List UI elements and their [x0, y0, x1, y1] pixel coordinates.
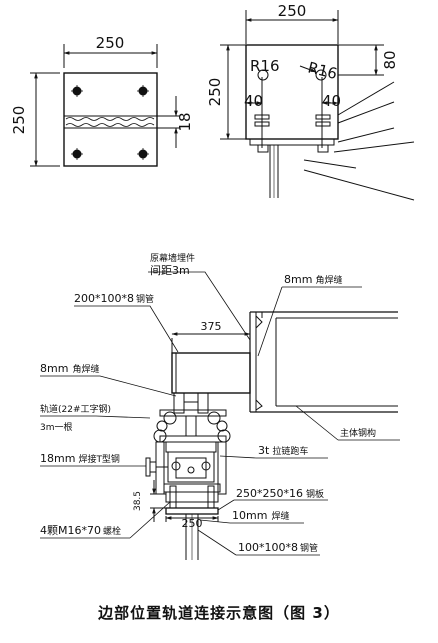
span-dim: 375	[201, 320, 222, 333]
plate-section-view	[220, 10, 415, 201]
tr-radius-left: R16	[250, 57, 280, 75]
plate-width-dim: 250	[182, 517, 203, 530]
tl-height-dim: 250	[10, 106, 28, 135]
dim-38-5: 38.5	[133, 491, 143, 511]
bolt-holes-plan	[72, 86, 148, 159]
tr-offset-dim: 80	[381, 50, 399, 69]
leader-lines	[40, 271, 400, 556]
figure-caption: 边部位置轨道连接示意图（图 3）	[98, 604, 340, 622]
plate-plan-view	[30, 44, 180, 167]
tr-edge-right: 40	[322, 92, 341, 110]
tl-weld-dim: 18	[176, 112, 194, 131]
weld-strip	[63, 115, 158, 129]
tr-height-dim: 250	[206, 78, 224, 107]
hole-right	[315, 69, 327, 81]
main-steel-label: 主体钢构	[340, 427, 376, 439]
embed-note-line1: 原幕墙埋件	[150, 252, 195, 264]
rail-length-label: 3m一根	[40, 421, 73, 433]
top-pipe	[171, 352, 251, 394]
tr-radius-right: R16	[306, 58, 339, 83]
embed-note-line2: 间距3m	[150, 264, 190, 277]
tr-width-dim: 250	[278, 2, 307, 20]
base-plate-edge	[249, 138, 335, 146]
tl-width-dim: 250	[96, 34, 125, 52]
tr-edge-left: 40	[244, 92, 263, 110]
rail-label: 轨道(22#工字钢)	[40, 403, 111, 415]
rail-connection-elevation	[145, 311, 398, 560]
hole-left	[257, 69, 269, 81]
